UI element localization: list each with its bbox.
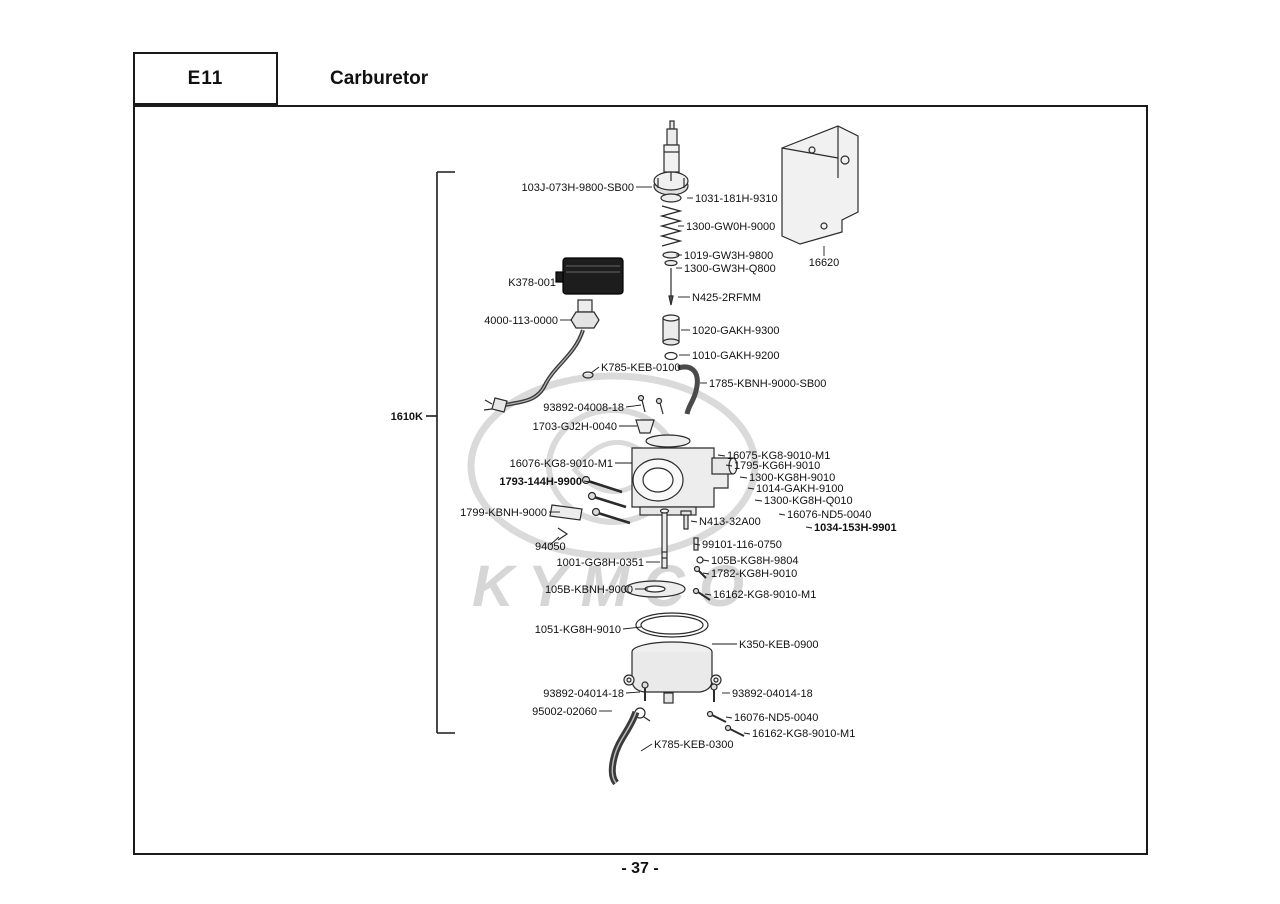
top-screws-illustration — [637, 394, 664, 415]
part-label: 16076-ND5-0040 — [787, 509, 871, 521]
mounting-bracket-illustration — [781, 125, 859, 245]
part-label: 1782-KG8H-9010 — [711, 568, 797, 580]
part-label: 16162-KG8-9010-M1 — [713, 589, 816, 601]
part-label: 1001-GG8H-0351 — [557, 557, 644, 569]
part-label: 99101-116-0750 — [702, 539, 782, 551]
page-title: Carburetor — [330, 68, 429, 89]
part-label: 1795-KG6H-9010 — [734, 460, 820, 472]
exploded-diagram: KYMCO 1610K — [391, 120, 897, 786]
part-label: N413-32A00 — [699, 516, 761, 528]
bowl-screws-illustration — [641, 681, 718, 702]
part-label: 1300-KG8H-Q010 — [764, 495, 853, 507]
part-label: 1300-GW0H-9000 — [686, 221, 775, 233]
part-label: 94050 — [535, 541, 566, 553]
part-label: 103J-073H-9800-SB00 — [521, 182, 634, 194]
part-label: 93892-04014-18 — [543, 688, 624, 700]
part-label: 93892-04008-18 — [543, 402, 624, 414]
part-label: 16076-ND5-0040 — [734, 712, 818, 724]
part-label: 1031-181H-9310 — [695, 193, 778, 205]
float-bowl-illustration — [623, 641, 722, 704]
leader-lines — [549, 186, 825, 752]
part-label: 1703-GJ2H-0040 — [533, 421, 617, 433]
part-label: 1799-KBNH-9000 — [460, 507, 547, 519]
page-number: - 37 - — [621, 860, 659, 877]
part-label: 1793-144H-9900 — [499, 476, 582, 488]
assembly-bracket — [426, 171, 455, 734]
drain-screws-illustration — [706, 710, 745, 737]
part-label: 1785-KBNH-9000-SB00 — [709, 378, 826, 390]
part-label: 93892-04014-18 — [732, 688, 813, 700]
part-label: 4000-113-0000 — [484, 315, 558, 327]
drain-hose-illustration — [608, 710, 640, 786]
part-label: 1300-GW3H-Q800 — [684, 263, 776, 275]
section-code: E11 — [187, 67, 224, 89]
float-plate-illustration — [624, 580, 686, 598]
part-labels: 103J-073H-9800-SB00 1031-181H-9310 1300-… — [460, 182, 896, 751]
control-unit-illustration — [555, 257, 624, 295]
part-label: 1014-GAKH-9100 — [756, 483, 843, 495]
part-label: 16076-KG8-9010-M1 — [510, 458, 613, 470]
kymco-watermark-text: KYMCO — [472, 554, 758, 619]
part-label: 1034-153H-9901 — [814, 522, 897, 534]
fuel-pipe-illustration — [677, 364, 700, 415]
part-label: 1051-KG8H-9010 — [535, 624, 621, 636]
clip-illustration — [557, 527, 569, 541]
mid-screw-illustration — [692, 587, 711, 601]
o-ring-illustration — [582, 371, 594, 379]
part-label: N425-2RFMM — [692, 292, 761, 304]
jet-needle-illustration — [659, 508, 670, 569]
part-label: 95002-02060 — [532, 706, 597, 718]
carburetor-body-illustration — [631, 434, 738, 516]
part-label: 1020-GAKH-9300 — [692, 325, 779, 337]
diagram-frame — [133, 105, 1148, 855]
part-label: 1019-GW3H-9800 — [684, 250, 773, 262]
assembly-group-label: 1610K — [391, 411, 423, 423]
part-label: K785-KEB-0300 — [654, 739, 734, 751]
stay-plate-illustration — [549, 504, 631, 525]
gasket-illustration — [635, 612, 709, 638]
pin-illustration — [680, 510, 692, 530]
part-label: K785-KEB-0100 — [601, 362, 681, 374]
part-label: 105B-KBNH-9000 — [545, 584, 633, 596]
part-label: 1010-GAKH-9200 — [692, 350, 779, 362]
funnel-illustration — [635, 419, 655, 434]
section-code-box: E11 — [133, 52, 278, 105]
part-label: 16075-KG8-9010-M1 — [727, 450, 830, 462]
part-label: 1300-KG8H-9010 — [749, 472, 835, 484]
part-label: K350-KEB-0900 — [739, 639, 819, 651]
part-label: 16162-KG8-9010-M1 — [752, 728, 855, 740]
part-label: 105B-KG8H-9804 — [711, 555, 798, 567]
bystarter-cable-illustration — [483, 299, 600, 413]
part-label: 16620 — [809, 257, 840, 269]
throttle-needle-assembly-illustration — [653, 120, 689, 361]
part-label: K378-001 — [508, 277, 556, 289]
